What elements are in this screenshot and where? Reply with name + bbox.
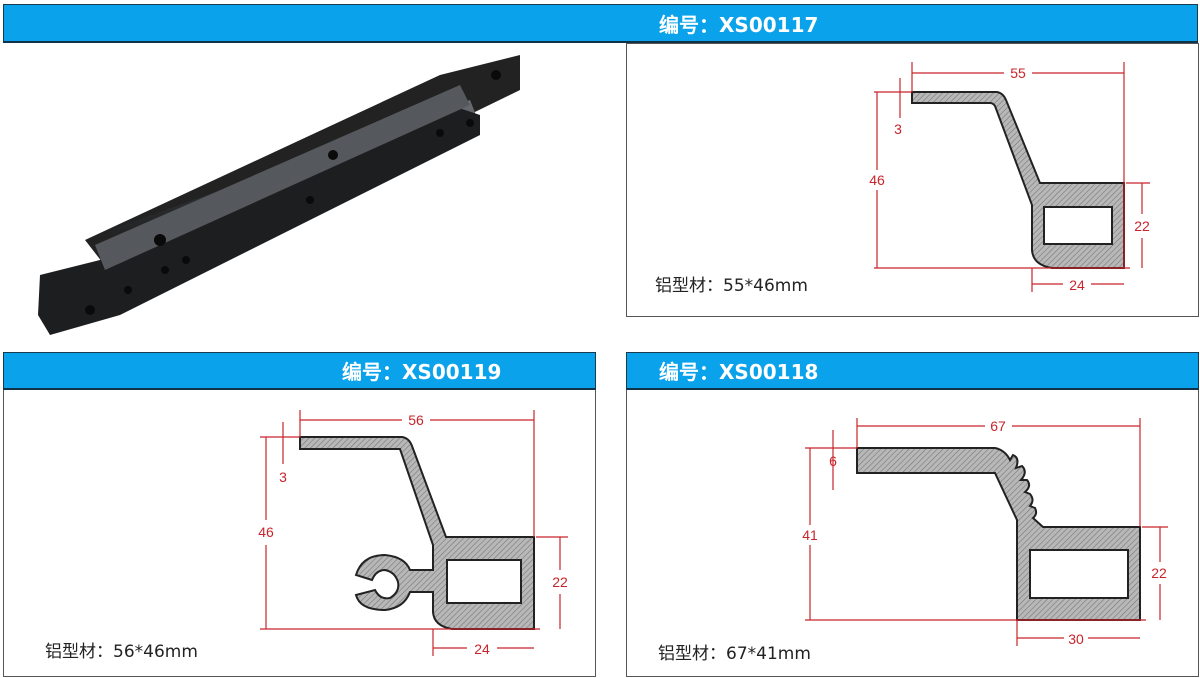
caption-xs00117: 铝型材：55*46mm [655, 276, 808, 296]
dim-box-height: 22 [1134, 218, 1150, 234]
header-title: 编号：XS00119 [342, 360, 502, 384]
header-title: 编号：XS00117 [659, 12, 819, 37]
dim-height: 41 [802, 527, 818, 543]
dim-thickness: 3 [279, 469, 287, 485]
dim-box-height: 22 [1151, 565, 1167, 581]
dim-width: 55 [1010, 65, 1026, 81]
product-photo [0, 45, 620, 345]
dim-width: 67 [990, 418, 1006, 434]
caption-xs00118: 铝型材：67*41mm [658, 644, 811, 664]
header-title: 编号：XS00118 [659, 360, 819, 384]
dim-height: 46 [258, 524, 274, 540]
header-xs00118: 编号：XS00118 [626, 352, 1199, 390]
profile-xs00118: 67 41 6 22 30 [802, 418, 1168, 647]
caption-xs00119: 铝型材：56*46mm [45, 642, 198, 662]
profile-xs00117: 55 46 3 22 24 [869, 62, 1150, 293]
dim-box-height: 22 [552, 574, 568, 590]
dim-thickness: 6 [829, 453, 837, 469]
header-xs00117: 编号：XS00117 [3, 4, 1198, 43]
dim-width: 56 [408, 412, 424, 428]
profile-xs00119: 56 46 3 22 24 [258, 410, 568, 657]
dim-box-width: 24 [474, 641, 490, 657]
dim-thickness: 3 [894, 121, 902, 137]
header-xs00119: 编号：XS00119 [3, 352, 596, 390]
dim-height: 46 [869, 172, 885, 188]
dim-box-width: 30 [1068, 631, 1084, 647]
dim-box-width: 24 [1069, 277, 1085, 293]
